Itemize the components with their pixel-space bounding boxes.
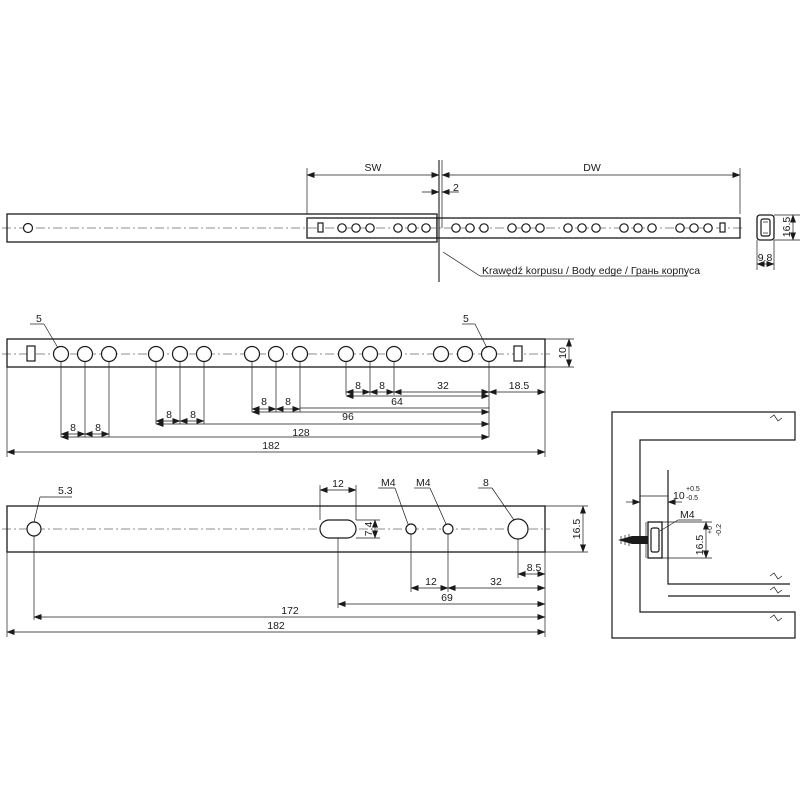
rail-hole	[432, 345, 450, 363]
pitch-8-h: 8	[379, 380, 385, 392]
top-hole	[337, 223, 347, 233]
m4-hole-b	[442, 523, 454, 535]
pitch-8-f: 8	[285, 396, 291, 408]
big-hole-8	[507, 518, 529, 540]
m4-a-label: M4	[381, 477, 396, 489]
m4-hole-a	[405, 523, 417, 535]
rail-hole	[171, 345, 189, 363]
top-hole	[421, 223, 431, 233]
screw-size-label: M4	[680, 509, 695, 521]
dim-182: 182	[262, 440, 280, 452]
body-view: 5.3 12 7.4 M4 M4 8 16.5	[2, 477, 588, 637]
pitch-8-e: 8	[261, 396, 267, 408]
rail-hole	[76, 345, 94, 363]
big-hole-label: 8	[483, 477, 489, 489]
sw-label: SW	[365, 162, 382, 174]
top-hole	[393, 223, 403, 233]
pitch-8-b: 8	[95, 422, 101, 434]
profile-depth-label: 9.8	[758, 252, 773, 264]
slot-length-label: 12	[332, 478, 344, 490]
dim-32-body: 32	[490, 576, 502, 588]
top-hole	[407, 223, 417, 233]
rail-profile	[756, 214, 775, 241]
slot-width-label: 7.4	[363, 522, 375, 537]
top-hole	[591, 223, 601, 233]
top-hole	[647, 223, 657, 233]
slot-right	[513, 345, 523, 362]
mount-hole	[22, 222, 34, 234]
drawer-side	[667, 470, 790, 585]
profile-height-label: 16.5	[781, 217, 793, 238]
rail-hole	[52, 345, 70, 363]
rail-hole	[267, 345, 285, 363]
offset-tol-plus: +0.5	[686, 486, 700, 493]
top-hole	[563, 223, 573, 233]
top-hole	[703, 223, 713, 233]
top-hole	[577, 223, 587, 233]
top-hole	[689, 223, 699, 233]
top-hole	[451, 223, 461, 233]
dim-32: 32	[437, 380, 449, 392]
offset-nominal: 10	[673, 490, 685, 502]
rail-hole	[147, 345, 165, 363]
mount-hole-5-3	[26, 521, 42, 537]
slot-left	[26, 345, 36, 362]
rail-hole	[243, 345, 261, 363]
top-hole	[479, 223, 489, 233]
dim-182-body: 182	[267, 620, 285, 632]
rail-hole	[456, 345, 474, 363]
hole-dia-left-label: 5	[36, 313, 42, 325]
hole-dia-right-label: 5	[463, 313, 469, 325]
dim-64: 64	[391, 396, 403, 408]
detail-height-tol-minus: -0.2	[716, 524, 723, 536]
pitch-8-a: 8	[70, 422, 76, 434]
screw-icon	[618, 534, 648, 546]
detail-view: 10 +0.5 -0.5 M4 16.5 +0 -0.2	[611, 411, 796, 639]
pitch-8-c: 8	[166, 409, 172, 421]
dim-18-5: 18.5	[509, 380, 530, 392]
top-hole	[465, 223, 475, 233]
cabinet-wall	[611, 411, 796, 639]
top-hole	[507, 223, 517, 233]
adjust-slot	[319, 519, 357, 539]
top-hole-row	[337, 223, 713, 233]
top-hole	[521, 223, 531, 233]
top-hole	[535, 223, 545, 233]
rail-height-label: 10	[557, 347, 569, 359]
body-height-label: 16.5	[571, 519, 583, 540]
detail-height-tol-plus: +0	[707, 526, 714, 534]
rail-hole	[195, 345, 213, 363]
m4-b-label: M4	[416, 477, 431, 489]
rail-hole	[361, 345, 379, 363]
rail-hole	[480, 345, 498, 363]
top-view: SW DW 2 Krawędź korpusu / Body edge / Гр…	[2, 160, 800, 282]
dim-12: 12	[425, 576, 437, 588]
rail-hole-row	[52, 345, 498, 363]
rail-view: 5 5 10 8 8	[2, 313, 574, 457]
top-hole	[365, 223, 375, 233]
dim-8-5: 8.5	[527, 562, 542, 574]
rail-hole	[100, 345, 118, 363]
top-hole	[619, 223, 629, 233]
pitch-8-d: 8	[190, 409, 196, 421]
detail-height-nominal: 16.5	[694, 535, 706, 556]
top-hole	[633, 223, 643, 233]
hole-5-3-label: 5.3	[58, 485, 73, 497]
pitch-8-g: 8	[355, 380, 361, 392]
dim-172: 172	[281, 605, 299, 617]
rail-hole	[385, 345, 403, 363]
dim-69: 69	[441, 592, 453, 604]
rail-hole	[337, 345, 355, 363]
body-edge-label: Krawędź korpusu / Body edge / Грань корп…	[482, 265, 700, 277]
top-hole	[351, 223, 361, 233]
offset-tol-minus: -0.5	[686, 495, 698, 502]
top-hole	[675, 223, 685, 233]
dw-label: DW	[583, 162, 601, 174]
gap-label: 2	[453, 182, 459, 194]
rail-hole	[291, 345, 309, 363]
dim-96: 96	[342, 411, 354, 423]
